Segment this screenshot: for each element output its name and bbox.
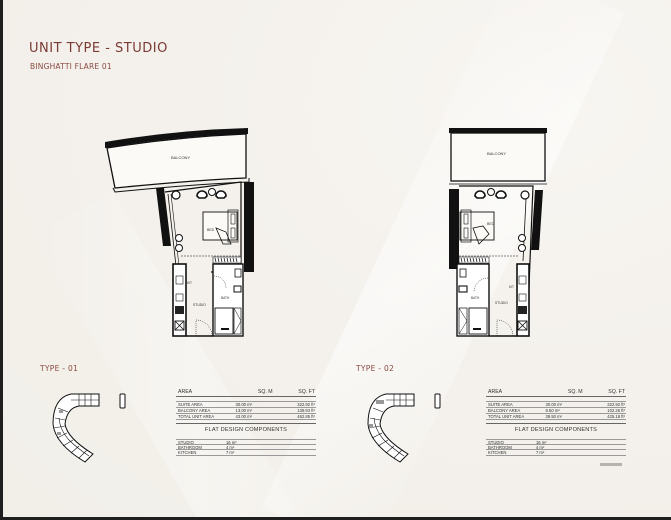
brochure-page: UNIT TYPE - STUDIO BINGHATTI FLARE 01 BA… <box>3 0 671 517</box>
type-02-label: TYPE - 02 <box>356 364 395 373</box>
svg-text:KIT: KIT <box>187 281 192 285</box>
svg-text:BALCONY: BALCONY <box>171 155 190 160</box>
page-subtitle: BINGHATTI FLARE 01 <box>30 62 112 71</box>
svg-text:BATH: BATH <box>471 296 480 300</box>
components-title: FLAT DESIGN COMPONENTS <box>486 423 626 434</box>
svg-text:STUDIO: STUDIO <box>495 301 508 305</box>
type-01-label: TYPE - 01 <box>40 364 79 373</box>
table-header: AREA SQ. M SQ. FT <box>486 389 626 397</box>
key-plan-type-02 <box>367 393 441 463</box>
svg-text:STUDIO: STUDIO <box>193 303 206 307</box>
svg-text:BALCONY: BALCONY <box>487 151 506 156</box>
svg-text:KIT: KIT <box>509 285 514 289</box>
svg-text:BATH: BATH <box>221 296 230 300</box>
table-header: AREA SQ. M SQ. FT <box>176 389 316 397</box>
floor-plan-type-01: BALCONY BED <box>105 128 254 337</box>
floor-plan-type-02: BALCONY BED <box>449 128 547 337</box>
key-plan-type-01 <box>52 393 126 463</box>
balcony-area <box>449 128 547 185</box>
horizontal-scrollbar[interactable] <box>600 463 622 466</box>
svg-text:BED: BED <box>487 222 495 226</box>
balcony-area <box>105 128 250 193</box>
svg-text:BED: BED <box>207 228 215 232</box>
components-title: FLAT DESIGN COMPONENTS <box>176 423 316 434</box>
page-title: UNIT TYPE - STUDIO <box>29 41 168 56</box>
